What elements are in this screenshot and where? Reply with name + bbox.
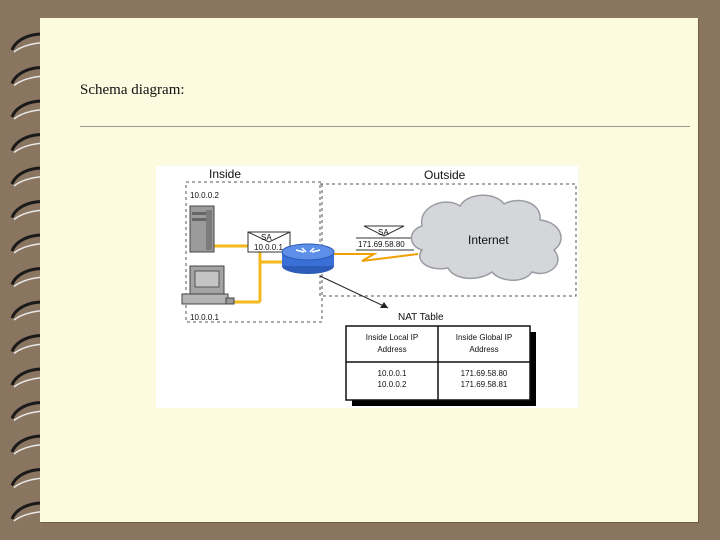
nat-row2-local: 10.0.0.2 <box>378 380 407 389</box>
server-ip: 10.0.0.2 <box>190 191 219 200</box>
slide-title: Schema diagram: <box>80 82 185 98</box>
sa-outside-packet <box>356 225 414 251</box>
outside-region <box>319 183 577 297</box>
internet-cloud-icon <box>410 194 562 281</box>
title-divider <box>80 126 690 127</box>
sa-inside-packet <box>247 231 291 253</box>
nat-col1-header-line2: Address <box>377 345 406 354</box>
pc-icon <box>181 265 235 305</box>
outside-label: Outside <box>424 168 466 182</box>
sa-outside-label: SA <box>378 228 389 237</box>
inside-label: Inside <box>209 167 241 181</box>
nat-row1-local: 10.0.0.1 <box>378 369 407 378</box>
nat-pointer-arrow <box>319 275 389 309</box>
nat-table-title: NAT Table <box>398 312 444 323</box>
pc-ip: 10.0.0.1 <box>190 313 219 322</box>
nat-table <box>345 325 536 406</box>
internet-label: Internet <box>468 233 509 247</box>
sa-inside-label: SA <box>261 233 272 242</box>
nat-diagram: Inside Outside 10.0.0.2 10.0.0.1 <box>156 166 578 408</box>
router-icon <box>281 243 335 274</box>
nat-row2-global: 171.69.58.81 <box>461 380 508 389</box>
server-icon <box>189 205 215 253</box>
nat-col1-header-line1: Inside Local IP <box>366 333 418 342</box>
nat-diagram-svg: Inside Outside 10.0.0.2 10.0.0.1 <box>181 167 577 406</box>
nat-col2-header-line2: Address <box>469 345 498 354</box>
nat-col2-header-line1: Inside Global IP <box>456 333 512 342</box>
serial-link <box>334 253 419 262</box>
nat-row1-global: 171.69.58.80 <box>461 369 508 378</box>
sa-inside-ip: 10.0.0.1 <box>254 243 283 252</box>
sa-outside-ip: 171.69.58.80 <box>358 240 405 249</box>
